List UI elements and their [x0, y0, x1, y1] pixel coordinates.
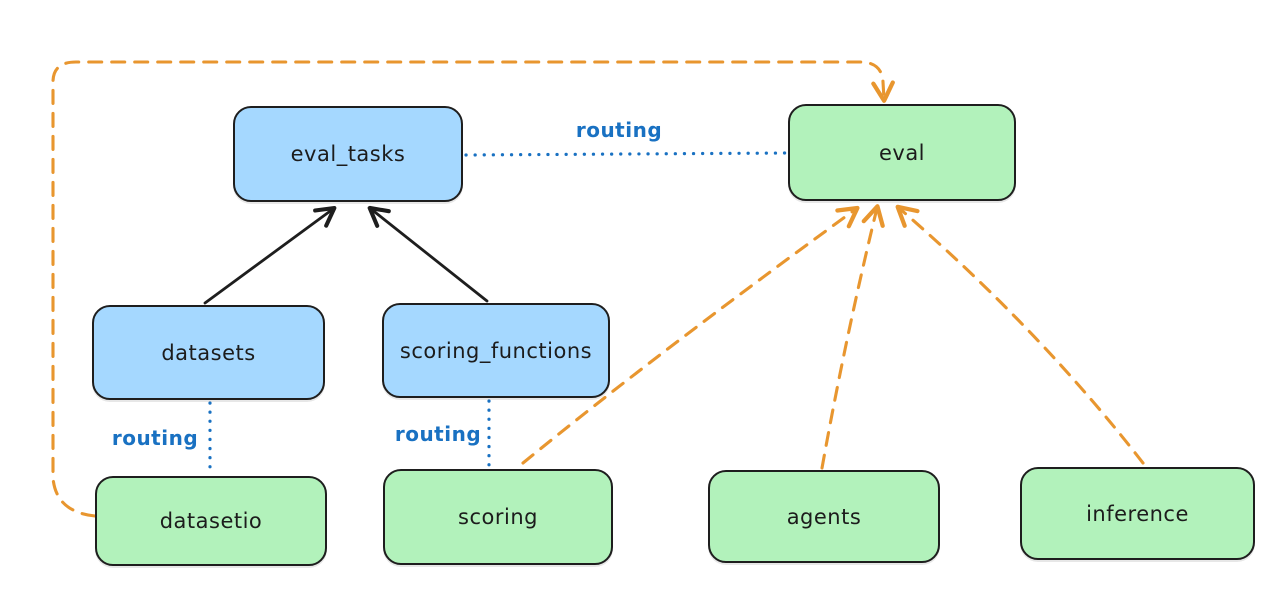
node-scoring-label: scoring: [458, 505, 538, 529]
node-inference-label: inference: [1086, 501, 1189, 526]
node-eval: eval: [788, 104, 1016, 201]
edge-eval-tasks-to-eval-routing: [464, 151, 788, 157]
node-datasetio-label: datasetio: [159, 509, 263, 533]
node-scoring-functions-label: scoring_functions: [399, 338, 593, 363]
node-scoring-functions: scoring_functions: [382, 303, 610, 398]
node-eval-tasks: eval_tasks: [233, 106, 463, 202]
node-datasetio: datasetio: [95, 476, 327, 566]
node-eval-tasks-label: eval_tasks: [290, 142, 406, 166]
node-agents-label: agents: [786, 504, 862, 529]
edge-scoring-to-eval: [521, 205, 860, 465]
edge-inference-to-eval: [895, 204, 1145, 465]
edge-label-routing-scoring-functions-scoring: routing: [394, 422, 482, 446]
edge-datasetio-to-eval: [51, 60, 895, 518]
edge-label-routing-eval-tasks-eval: routing: [575, 118, 663, 142]
node-agents: agents: [708, 470, 940, 563]
node-inference: inference: [1020, 467, 1255, 560]
node-scoring: scoring: [383, 469, 613, 565]
edge-datasets-to-eval-tasks: [203, 205, 337, 305]
edge-label-routing-datasets-datasetio: routing: [111, 426, 199, 450]
node-datasets-label: datasets: [161, 340, 256, 365]
node-eval-label: eval: [878, 140, 926, 165]
node-datasets: datasets: [92, 305, 325, 400]
edge-scoring-functions-to-eval-tasks: [367, 205, 489, 303]
edge-agents-to-eval: [820, 204, 885, 470]
